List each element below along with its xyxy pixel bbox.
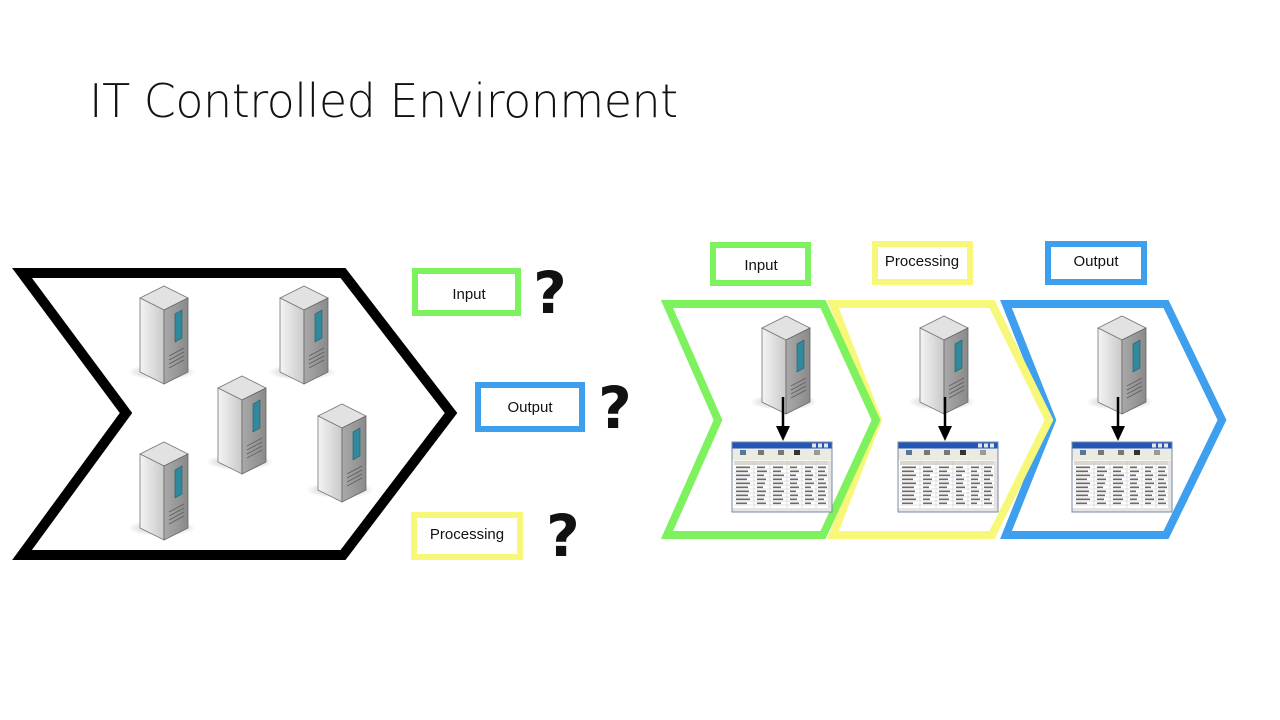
stage-label-output: Output [1073, 253, 1119, 270]
left-input-label: Input [412, 268, 521, 316]
arrow-down-icon [938, 426, 952, 441]
left-processing-label: Processing [411, 512, 523, 560]
report-window [1071, 441, 1173, 513]
slide-title: IT Controlled Environment [89, 74, 678, 128]
svg-text:Input: Input [452, 286, 486, 303]
report-window [897, 441, 999, 513]
question-mark-icon: ? [533, 259, 567, 327]
stage-input: Input [660, 242, 881, 539]
server-icon [267, 285, 337, 385]
question-mark-icon: ? [546, 502, 580, 570]
svg-text:Processing: Processing [430, 526, 504, 543]
question-mark-icon: ? [598, 374, 632, 442]
stage-label-input: Input [744, 257, 778, 274]
black-chevron-outline [12, 268, 458, 560]
arrow-down-icon [1111, 426, 1125, 441]
server-icon [907, 315, 977, 415]
input-chevron [660, 300, 881, 539]
server-icon [127, 441, 197, 541]
arrow-down-icon [776, 426, 790, 441]
server-icon [305, 403, 375, 503]
server-icon [1085, 315, 1155, 415]
svg-text:Output: Output [507, 399, 553, 416]
report-window [731, 441, 833, 513]
left-output-label: Output [475, 382, 585, 432]
server-icon [127, 285, 197, 385]
stage-label-processing: Processing [885, 253, 959, 270]
left-chevron-group [12, 268, 458, 560]
server-icon [205, 375, 275, 475]
